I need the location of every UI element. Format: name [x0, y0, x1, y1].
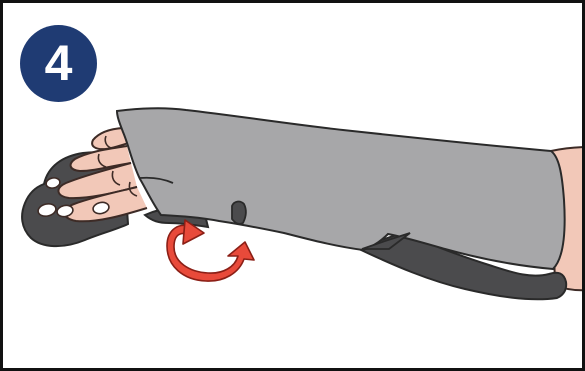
curved-red-arrow-icon — [167, 220, 254, 281]
splint-notch-dark — [232, 202, 246, 224]
arrow-body — [167, 225, 254, 281]
step-number-text: 4 — [45, 35, 73, 91]
step-number-badge: 4 — [20, 25, 97, 102]
splint-gray-shell — [117, 108, 565, 269]
